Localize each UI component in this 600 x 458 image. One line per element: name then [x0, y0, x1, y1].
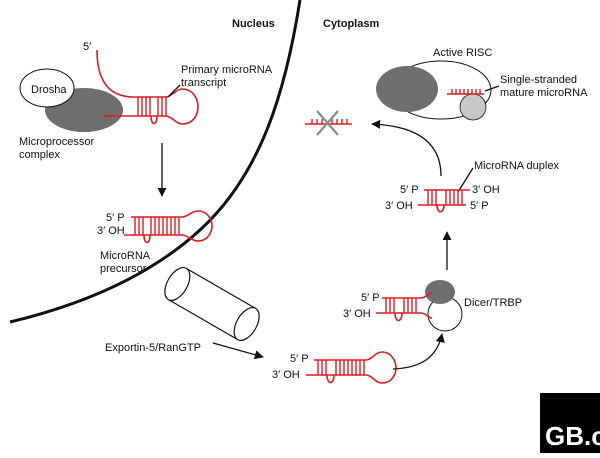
exportin-5-cylinder — [164, 267, 260, 341]
precursor-five-prime-label: 5′ P — [106, 212, 125, 224]
dicer-trbp-complex — [425, 280, 463, 332]
single-stranded-label-line2: mature microRNA — [500, 87, 588, 99]
microprocessor-label-line1: Microprocessor — [19, 136, 95, 148]
active-risc-complex — [376, 60, 492, 121]
cyto-precursor-five-prime-label: 5′ P — [290, 353, 309, 365]
primary-microrna-transcript — [96, 49, 199, 125]
microprocessor-complex — [19, 68, 123, 132]
dicer-bound-hairpin — [376, 292, 433, 322]
precursor-three-prime-label: 3′ OH — [97, 225, 125, 237]
microrna-precursor-hairpin — [124, 210, 213, 244]
risc-label: Active RISC — [433, 47, 492, 59]
precursor-label-line1: MicroRNA — [100, 250, 151, 262]
nuclear-membrane — [9, 0, 302, 324]
cytoplasm-label: Cytoplasm — [323, 18, 379, 30]
duplex-title: MicroRNA duplex — [474, 160, 559, 172]
single-stranded-label-line1: Single-stranded — [500, 74, 577, 86]
microrna-duplex — [418, 189, 470, 213]
primary-five-prime-label: 5′ — [83, 41, 91, 53]
single-stranded-mature-microrna — [447, 89, 484, 95]
exportin-label: Exportin-5/RanGTP — [105, 342, 201, 354]
duplex-left-three-prime: 3′ OH — [385, 200, 413, 212]
duplex-pointer — [457, 167, 474, 193]
arrow-export — [212, 342, 264, 360]
precursor-label-line2: precursor — [100, 263, 147, 275]
duplex-left-five-prime: 5′ P — [400, 184, 419, 196]
cyto-precursor-three-prime-label: 3′ OH — [272, 369, 300, 381]
dicer-five-prime-label: 5′ P — [361, 292, 380, 304]
gb-logo: GB.c — [540, 393, 600, 453]
dicer-three-prime-label: 3′ OH — [343, 308, 371, 320]
cytoplasmic-precursor-hairpin — [306, 351, 397, 384]
nucleus-label: Nucleus — [232, 18, 275, 30]
single-stranded-pointer — [484, 85, 500, 92]
arrow-to-silencing — [371, 119, 442, 177]
arrow-to-dicer — [392, 333, 445, 370]
primary-transcript-label-line1: Primary microRNA — [181, 64, 273, 76]
microprocessor-label-line2: complex — [19, 149, 60, 161]
duplex-right-five-prime: 5′ P — [470, 200, 489, 212]
primary-transcript-label-line2: transcript — [181, 77, 226, 89]
drosha-label: Drosha — [31, 84, 67, 96]
svg-text:GB.c: GB.c — [545, 421, 600, 451]
dicer-label: Dicer/TRBP — [464, 297, 522, 309]
cleavage-cross-icon — [316, 110, 339, 136]
primary-transcript-pointer — [167, 84, 181, 98]
duplex-right-three-prime: 3′ OH — [472, 184, 500, 196]
